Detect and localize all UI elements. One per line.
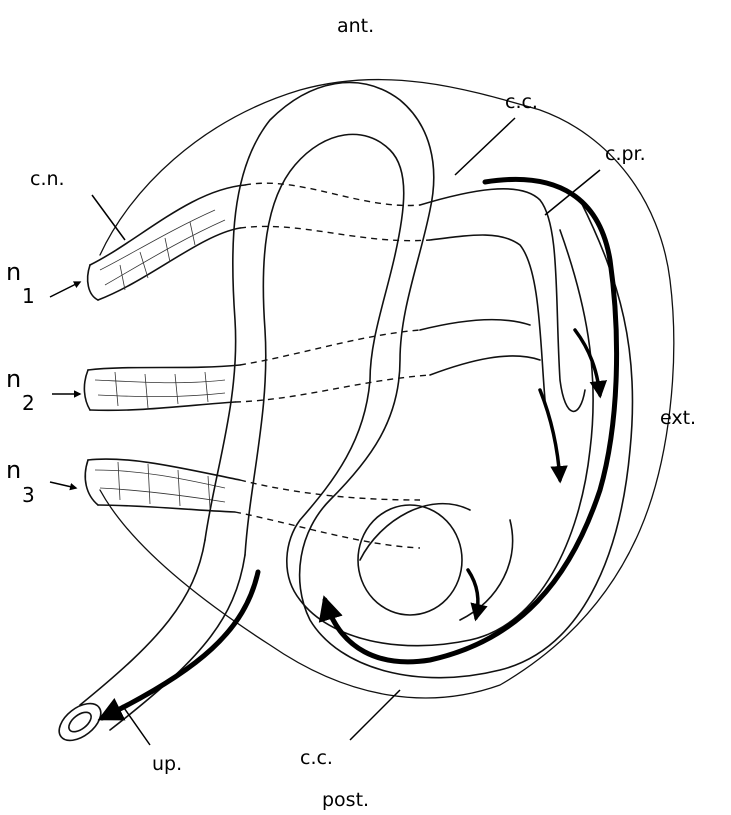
pointer-n3 [50,482,76,488]
flow-arrow-right-lower [540,390,560,480]
label-cn: c.n. [30,168,65,190]
leader-cc-bottom [350,690,400,740]
flow-arrow-inner-small [468,570,478,618]
label-n3-sub: 3 [22,483,35,507]
label-cc-bottom: c.c. [300,747,333,769]
band-3-hatching [95,462,225,508]
label-cc-top: c.c. [505,91,538,113]
nephron-band-2 [84,330,430,410]
flow-arrow-right-outer [325,179,617,661]
band-2-hatching [95,372,225,408]
ureter-opening [52,696,107,748]
label-n2: n [6,365,21,393]
label-ant: ant. [337,15,374,37]
label-n2-sub: 2 [22,391,35,415]
leader-cn [92,195,125,240]
label-n3: n [6,456,21,484]
label-cpr: c.pr. [605,143,646,165]
label-n1-sub: 1 [22,284,35,308]
label-n1: n [6,258,21,286]
pointer-n1 [50,282,80,297]
collecting-canal [205,83,633,678]
glomerulus [358,505,462,615]
outer-capsule-outline [100,80,674,698]
nephron-band-3 [85,459,420,548]
flow-arrow-right-mid [575,330,600,395]
label-up: up. [152,753,182,775]
proximal-segment [420,189,585,412]
leader-cc-top [455,118,515,175]
nephron-band-1 [88,183,430,300]
leader-up [122,705,150,745]
label-ext: ext. [660,407,696,429]
label-post: post. [322,789,369,811]
leader-cpr [545,170,600,215]
